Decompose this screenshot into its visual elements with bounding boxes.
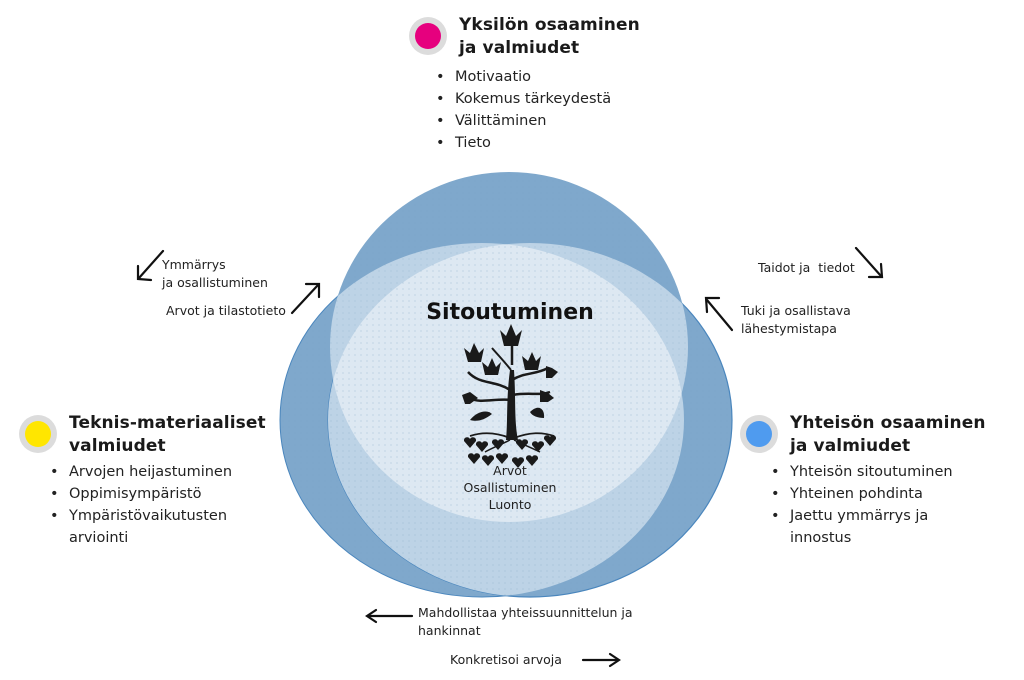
list-item: Välittäminen (433, 110, 653, 132)
group-items: Motivaatio Kokemus tärkeydestä Välittämi… (433, 66, 653, 154)
center-value: Arvot (493, 463, 527, 478)
list-item: Kokemus tärkeydestä (433, 88, 653, 110)
label-taidot: Taidot ja tiedot (758, 260, 855, 275)
label-line: Tuki ja osallistava (741, 303, 851, 318)
arrow-up-right-icon (290, 282, 321, 315)
group-title: ja valmiudet (790, 436, 911, 456)
label-tuki: Tuki ja osallistava lähestymistapa (741, 302, 851, 338)
heart-icon (531, 441, 545, 452)
list-item: Yhteisön sitoutuminen (768, 461, 1008, 483)
group-title: valmiudet (69, 436, 166, 456)
list-item: Yhteinen pohdinta (768, 483, 1008, 505)
label-line: lähestymistapa (741, 321, 837, 336)
label-ymmarrys: Ymmärrys ja osallistuminen (162, 256, 268, 292)
heart-icon (515, 439, 529, 450)
heart-icon (467, 453, 481, 464)
list-item: Ympäristövaikutusten (47, 505, 287, 527)
center-values: Arvot Osallistuminen Luonto (400, 462, 620, 513)
label-arvot: Arvot ja tilastotieto (166, 303, 286, 318)
group-title: Yhteisön osaaminen (790, 413, 986, 433)
group-title: ja valmiudet (459, 38, 580, 58)
group-title: Teknis-materiaaliset (69, 413, 266, 433)
status-dot-yellow (19, 415, 57, 453)
list-item: Motivaatio (433, 66, 653, 88)
list-item: Oppimisympäristö (47, 483, 287, 505)
label-konkretisoi: Konkretisoi arvoja (450, 652, 562, 667)
heart-icon (525, 455, 539, 466)
label-line: Mahdollistaa yhteissuunnittelun ja (418, 605, 633, 620)
heart-icon (511, 457, 525, 468)
status-dot-magenta (409, 17, 447, 55)
list-item: Arvojen heijastuminen (47, 461, 287, 483)
arrow-down-right-icon (854, 246, 884, 279)
status-dot-blue (740, 415, 778, 453)
center-value: Luonto (488, 497, 532, 512)
heart-icon (463, 437, 477, 448)
arrow-down-left-icon (136, 249, 165, 282)
dot-fill (25, 421, 51, 447)
list-item: Tieto (433, 132, 653, 154)
label-line: ja osallistuminen (162, 275, 268, 290)
arrow-right-icon (581, 652, 621, 668)
center-value: Osallistuminen (463, 480, 557, 495)
list-item-continued: arviointi (69, 530, 129, 546)
group-items: Yhteisön sitoutuminen Yhteinen pohdinta … (768, 461, 1008, 549)
arrow-left-icon (365, 608, 414, 624)
dot-fill (415, 23, 441, 49)
center-title: Sitoutuminen (426, 300, 594, 325)
heart-icon (495, 453, 509, 464)
arrow-up-left-icon (704, 296, 734, 332)
dot-fill (746, 421, 772, 447)
label-line: Ymmärrys (162, 257, 226, 272)
heart-icon (491, 439, 505, 450)
heart-icon (475, 441, 489, 452)
list-item-continued: innostus (790, 530, 852, 546)
label-mahdollistaa: Mahdollistaa yhteissuunnittelun ja hanki… (418, 604, 633, 640)
list-item: Jaettu ymmärrys ja (768, 505, 1008, 527)
label-line: hankinnat (418, 623, 481, 638)
heart-icon (543, 435, 557, 446)
tree-icon (462, 324, 558, 468)
heart-icon (481, 455, 495, 466)
group-title: Yksilön osaaminen (459, 15, 640, 35)
group-items: Arvojen heijastuminen Oppimisympäristö Y… (47, 461, 287, 549)
